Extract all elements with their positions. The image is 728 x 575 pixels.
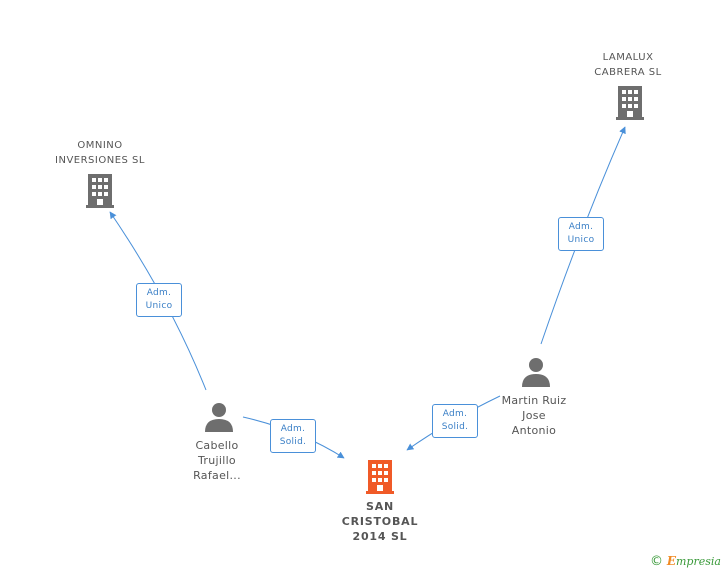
relation-badge-cabello-omnino[interactable]: Adm. Unico [136, 283, 182, 317]
relation-badge-cabello-center[interactable]: Adm. Solid. [270, 419, 316, 453]
building-icon[interactable] [366, 460, 394, 494]
brand-logo-e: E [666, 554, 676, 568]
company-label-center[interactable]: SAN CRISTOBAL 2014 SL [341, 500, 419, 543]
person-icon[interactable] [205, 403, 233, 432]
person-icon[interactable] [522, 358, 550, 387]
relation-badge-martin-lamalux[interactable]: Adm. Unico [558, 217, 604, 251]
company-label-lamalux[interactable]: LAMALUX CABRERA SL [594, 52, 662, 78]
building-icon[interactable] [616, 86, 644, 120]
company-label-omnino[interactable]: OMNINO INVERSIONES SL [55, 140, 145, 166]
brand-logo: © Empresia [650, 554, 728, 572]
person-label-cabello[interactable]: Cabello Trujillo Rafael... [193, 439, 241, 482]
brand-logo-text: mpresia [675, 555, 721, 568]
relation-badge-martin-center[interactable]: Adm. Solid. [432, 404, 478, 438]
building-icon[interactable] [86, 174, 114, 208]
copyright-icon: © [650, 554, 663, 569]
person-label-martin[interactable]: Martin Ruiz Jose Antonio [501, 394, 567, 437]
